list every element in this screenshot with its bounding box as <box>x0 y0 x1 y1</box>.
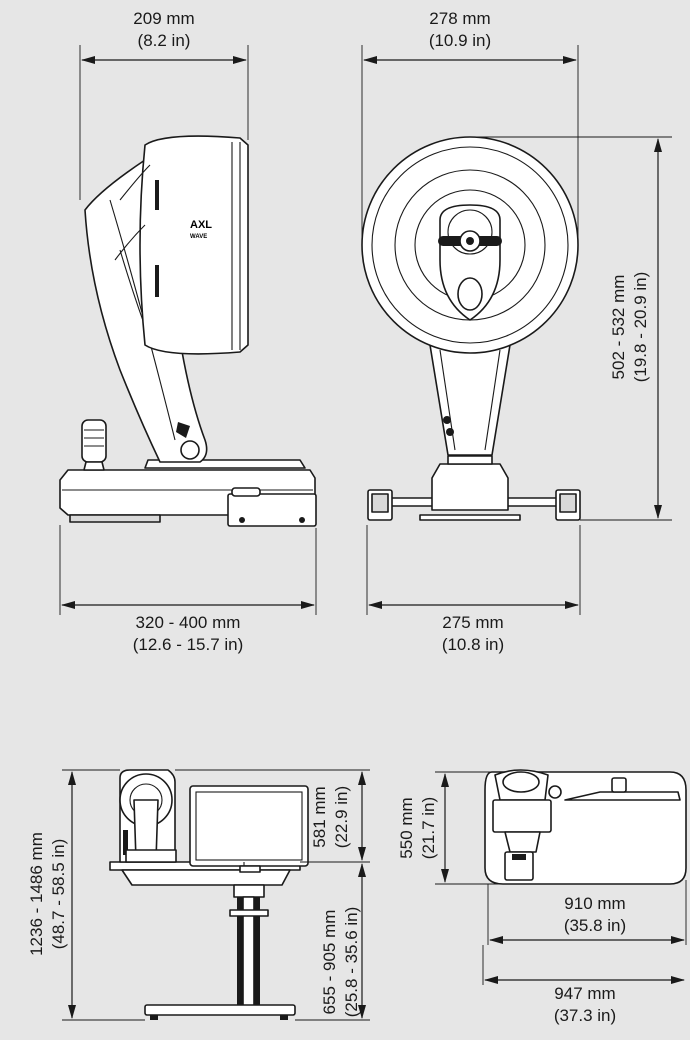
side-depth-label: 320 - 400 mm (12.6 - 15.7 in) <box>108 612 268 656</box>
front-height-in: (19.8 - 20.9 in) <box>631 271 650 383</box>
top-width-inner-mm: 910 mm <box>564 894 626 913</box>
system-front-view <box>109 769 309 1020</box>
side-width-in: (8.2 in) <box>137 31 191 50</box>
table-total-height-label: 1236 - 1486 mm (48.7 - 58.5 in) <box>26 814 70 974</box>
front-view-device <box>361 136 581 521</box>
table-height-in: (25.8 - 35.6 in) <box>342 906 361 1018</box>
top-depth-mm: 550 mm <box>397 797 416 859</box>
front-base-label: 275 mm (10.8 in) <box>413 612 533 656</box>
front-width-label: 278 mm (10.9 in) <box>400 8 520 52</box>
side-view-device: AXL WAVE <box>59 135 317 527</box>
top-depth-in: (21.7 in) <box>419 796 438 860</box>
front-base-in: (10.8 in) <box>441 635 505 654</box>
table-total-height-in: (48.7 - 58.5 in) <box>49 838 68 950</box>
top-width-inner-in: (35.8 in) <box>563 916 627 935</box>
top-width-outer-in: (37.3 in) <box>553 1006 617 1025</box>
top-width-outer-label: 947 mm (37.3 in) <box>525 983 645 1027</box>
table-height-label: 655 - 905 mm (25.8 - 35.6 in) <box>319 887 363 1037</box>
front-width-in: (10.9 in) <box>428 31 492 50</box>
table-height-mm: 655 - 905 mm <box>320 909 339 1015</box>
top-depth-label: 550 mm (21.7 in) <box>396 778 440 878</box>
side-depth-in: (12.6 - 15.7 in) <box>132 635 244 654</box>
front-base-mm: 275 mm <box>442 613 504 632</box>
front-width-mm: 278 mm <box>429 9 491 28</box>
front-height-label: 502 - 532 mm (19.8 - 20.9 in) <box>608 247 652 407</box>
dimension-lines <box>59 45 687 1021</box>
system-top-view <box>484 769 687 885</box>
screen-height-mm: 581 mm <box>310 786 329 848</box>
table-total-height-mm: 1236 - 1486 mm <box>27 832 46 956</box>
front-height-mm: 502 - 532 mm <box>609 274 628 380</box>
side-width-label: 209 mm (8.2 in) <box>104 8 224 52</box>
logo-axl: AXL <box>190 219 212 231</box>
top-width-outer-mm: 947 mm <box>554 984 616 1003</box>
side-width-mm: 209 mm <box>133 9 195 28</box>
logo-wave: WAVE <box>190 234 207 240</box>
top-width-inner-label: 910 mm (35.8 in) <box>535 893 655 937</box>
side-depth-mm: 320 - 400 mm <box>135 613 241 632</box>
screen-height-label: 581 mm (22.9 in) <box>309 767 353 867</box>
screen-height-in: (22.9 in) <box>332 785 351 849</box>
